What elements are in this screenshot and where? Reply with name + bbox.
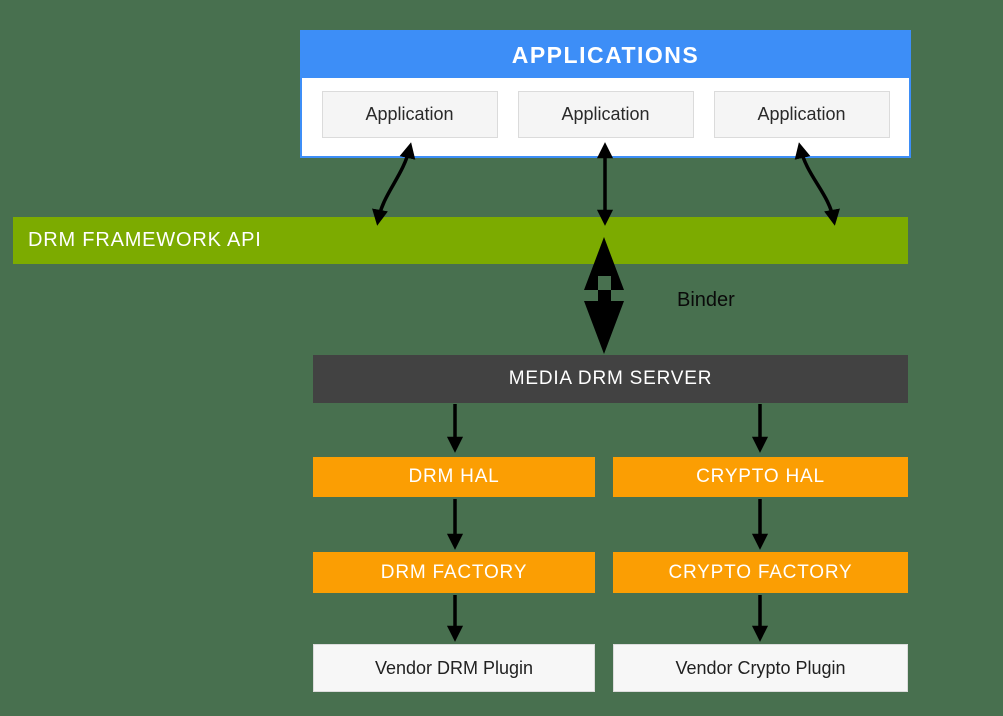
drm-framework-api-bar: DRM FRAMEWORK API xyxy=(13,217,908,264)
crypto-factory-box: CRYPTO FACTORY xyxy=(613,552,908,593)
application-box-3: Application xyxy=(713,91,890,138)
binder-label: Binder xyxy=(677,289,735,311)
app1-framework-arrow xyxy=(372,142,416,226)
crypto-hal-box: CRYPTO HAL xyxy=(613,457,908,497)
app3-framework-arrow xyxy=(794,142,840,226)
media-drm-server-bar: MEDIA DRM SERVER xyxy=(313,355,908,403)
applications-panel-header: APPLICATIONS xyxy=(302,32,909,78)
application-box-1: Application xyxy=(321,91,498,138)
drm-hal-box: DRM HAL xyxy=(313,457,595,497)
vendor-crypto-plugin-box: Vendor Crypto Plugin xyxy=(613,644,908,692)
vendor-drm-plugin-box: Vendor DRM Plugin xyxy=(313,644,595,692)
application-box-2: Application xyxy=(517,91,694,138)
applications-panel: APPLICATIONS Application Application App… xyxy=(300,30,911,158)
drm-factory-box: DRM FACTORY xyxy=(313,552,595,593)
applications-panel-body: Application Application Application xyxy=(302,78,909,138)
